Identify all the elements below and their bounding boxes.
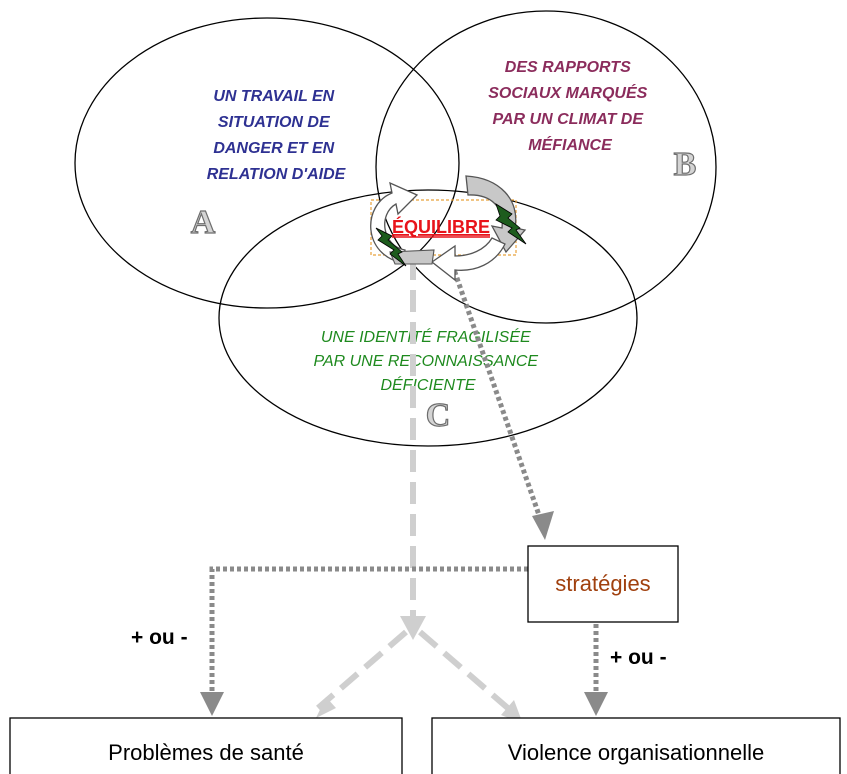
arrowhead-center	[400, 616, 426, 640]
circle-a-line: DANGER ET EN	[213, 140, 334, 157]
strategies-label: stratégies	[555, 571, 650, 596]
circle-a-line: UN TRAVAIL EN	[213, 88, 334, 105]
arrowhead-left	[200, 692, 224, 716]
equilibre-label: ÉQUILIBRE	[392, 216, 490, 237]
circle-b-line: PAR UN CLIMAT DE	[493, 111, 645, 128]
circle-b-line: MÉFIANCE	[528, 135, 613, 154]
plus-minus-left: + ou -	[131, 626, 188, 649]
health-box	[9, 717, 403, 774]
violence-box-label: Violence organisationnelle	[508, 740, 764, 765]
circle-a	[74, 17, 460, 309]
lightning-icon	[495, 203, 527, 245]
circle-b-text: DES RAPPORTS SOCIAUX MARQUÉS PAR UN CLIM…	[488, 59, 652, 154]
circle-a-line: SITUATION DE	[218, 114, 331, 131]
dotted-connector-left	[209, 566, 528, 695]
circle-c-line: DÉFICIENTE	[380, 375, 475, 394]
plus-minus-right: + ou -	[610, 646, 667, 669]
lightning-icon	[375, 227, 407, 267]
dashed-connector-right	[418, 629, 512, 713]
circle-a-line: RELATION D'AIDE	[207, 166, 347, 183]
circle-b-line: DES RAPPORTS	[505, 59, 631, 76]
letter-b: B	[674, 146, 697, 183]
letter-a: A	[191, 204, 216, 241]
circle-b	[375, 10, 717, 324]
health-box-label: Problèmes de santé	[108, 740, 304, 765]
violence-box	[431, 717, 841, 774]
dotted-connector-strategies	[447, 257, 543, 519]
circle-c-text: UNE IDENTITÉ FRAGILISÉE PAR UNE RECONNAI…	[313, 327, 542, 394]
circle-c-line: PAR UNE RECONNAISSANCE	[313, 353, 538, 370]
circle-c-line: UNE IDENTITÉ FRAGILISÉE	[321, 327, 531, 346]
letter-c: C	[426, 397, 451, 434]
dashed-connector-left	[316, 629, 408, 711]
cycle-arrow-right	[430, 237, 506, 282]
circle-b-line: SOCIAUX MARQUÉS	[488, 83, 647, 102]
arrowhead-right	[584, 692, 608, 716]
arrowhead-strategies	[532, 511, 554, 540]
circle-a-text: UN TRAVAIL EN SITUATION DE DANGER ET EN …	[207, 88, 347, 183]
arrowhead-health	[316, 697, 336, 718]
strategies-box	[527, 545, 679, 623]
circle-c	[218, 189, 638, 447]
